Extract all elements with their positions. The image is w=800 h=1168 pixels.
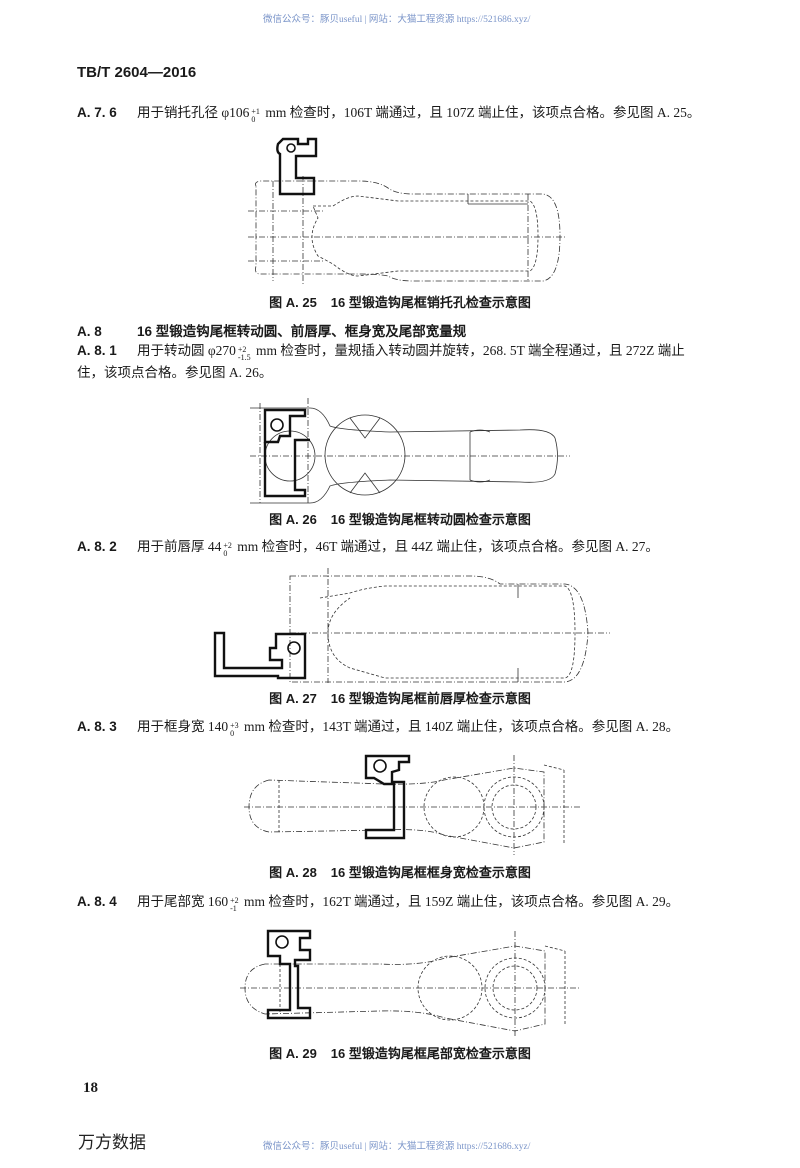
figure-a25-caption: 图 A. 25 16 型锻造钩尾框销托孔检查示意图	[0, 292, 800, 311]
standard-code: TB/T 2604—2016	[77, 64, 197, 81]
figure-a26-drawing	[250, 398, 570, 504]
tolerance-upper: +2	[230, 896, 239, 905]
clause-number: A. 8. 4	[77, 894, 117, 909]
clause-text: 用于前唇厚 44	[137, 539, 222, 554]
tolerance-upper: +1	[251, 107, 260, 116]
figure-id: 图 A. 27	[269, 691, 317, 706]
clause-text: mm 检查时，143T 端通过，且 140Z 端止住，该项点合格。参见图 A. …	[240, 719, 680, 734]
clause-number: A. 8. 3	[77, 719, 117, 734]
figure-id: 图 A. 29	[269, 1046, 317, 1061]
section-a8-heading: A. 8 16 型锻造钩尾框转动圆、前唇厚、框身宽及尾部宽量规	[77, 320, 466, 340]
clause-a84: A. 8. 4 用于尾部宽 160+2-1 mm 检查时，162T 端通过，且 1…	[77, 891, 679, 913]
tolerance-lower: 0	[230, 729, 235, 738]
tolerance-lower: -1	[230, 904, 237, 913]
figure-a27-drawing	[213, 568, 610, 683]
clause-text: 用于销托孔径 φ106	[137, 105, 250, 120]
clause-number: A. 8. 2	[77, 539, 117, 554]
tolerance-upper: +2	[237, 345, 247, 354]
clause-text: mm 检查时，162T 端通过，且 159Z 端止住，该项点合格。参见图 A. …	[240, 894, 680, 909]
clause-text: mm 检查时，46T 端通过，且 44Z 端止住，该项点合格。参见图 A. 27…	[233, 539, 659, 554]
figure-a28-caption: 图 A. 28 16 型锻造钩尾框框身宽检查示意图	[0, 862, 800, 881]
figure-title: 16 型锻造钩尾框转动圆检查示意图	[330, 512, 531, 527]
figure-a27-caption: 图 A. 27 16 型锻造钩尾框前唇厚检查示意图	[0, 688, 800, 707]
section-title: 16 型锻造钩尾框转动圆、前唇厚、框身宽及尾部宽量规	[137, 324, 467, 339]
clause-text: 用于转动圆 φ270	[137, 343, 236, 358]
figure-a29-caption: 图 A. 29 16 型锻造钩尾框尾部宽检查示意图	[0, 1043, 800, 1062]
figure-title: 16 型锻造钩尾框销托孔检查示意图	[330, 295, 531, 310]
tolerance-lower: -1.5	[237, 353, 251, 362]
figure-id: 图 A. 28	[269, 865, 317, 880]
clause-number: A. 8. 1	[77, 343, 117, 358]
clause-number: A. 7. 6	[77, 105, 117, 120]
tolerance-lower: 0	[251, 115, 256, 124]
figure-title: 16 型锻造钩尾框前唇厚检查示意图	[330, 691, 531, 706]
figure-id: 图 A. 25	[269, 295, 317, 310]
figure-id: 图 A. 26	[269, 512, 317, 527]
clause-text: 用于尾部宽 160	[137, 894, 229, 909]
tolerance-lower: 0	[223, 549, 228, 558]
figure-title: 16 型锻造钩尾框尾部宽检查示意图	[330, 1046, 531, 1061]
figure-a28-drawing	[244, 754, 580, 855]
figure-title: 16 型锻造钩尾框框身宽检查示意图	[330, 865, 531, 880]
page-number: 18	[83, 1080, 98, 1096]
figure-a26-caption: 图 A. 26 16 型锻造钩尾框转动圆检查示意图	[0, 509, 800, 528]
tolerance-upper: +3	[230, 721, 239, 730]
tolerance: +2-1.5	[238, 346, 251, 362]
watermark-bottom: 微信公众号：豚贝useful | 网站：大猫工程资源 https://52168…	[263, 1142, 531, 1152]
clause-text: mm 检查时，106T 端通过，且 107Z 端止住，该项点合格。参见图 A. …	[261, 105, 701, 120]
clause-a81-line2: 住，该项点合格。参见图 A. 26。	[77, 365, 273, 380]
tolerance-upper: +2	[223, 541, 232, 550]
source-logo: 万方数据	[78, 1133, 146, 1153]
tolerance: +2-1	[230, 897, 239, 913]
clause-text: mm 检查时，量规插入转动圆并旋转，268. 5T 端全程通过，且 272Z 端…	[252, 343, 685, 358]
clause-a81: A. 8. 1 用于转动圆 φ270+2-1.5 mm 检查时，量规插入转动圆并旋…	[77, 340, 685, 362]
section-number: A. 8	[77, 324, 102, 339]
figure-a25-drawing	[248, 137, 566, 286]
clause-text: 用于框身宽 140	[137, 719, 229, 734]
watermark-top: 微信公众号：豚贝useful | 网站：大猫工程资源 https://52168…	[263, 15, 531, 25]
figure-a29-drawing	[240, 929, 580, 1036]
